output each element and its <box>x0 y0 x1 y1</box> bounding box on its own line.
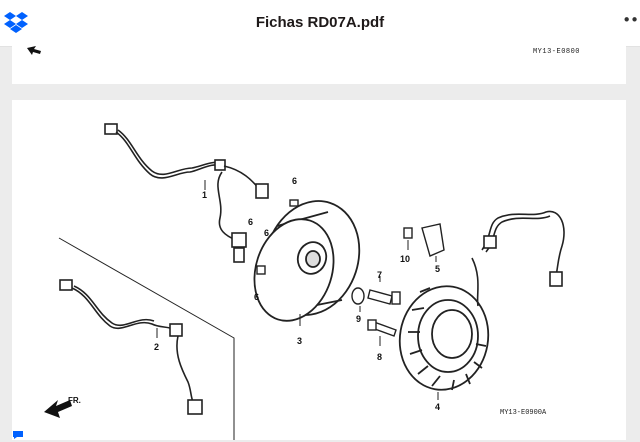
callout-10: 10 <box>400 254 410 264</box>
document-title: Fichas RD07A.pdf <box>255 14 385 31</box>
callout-6a: 6 <box>292 176 297 186</box>
callout-5: 5 <box>435 264 440 274</box>
callout-labels: 1 2 3 4 5 6 6 6 6 7 8 9 10 <box>154 176 440 412</box>
wire-harness-2 <box>59 279 203 415</box>
pdf-page-1: MY13-E0800 <box>12 46 626 84</box>
wire-harness-1 <box>104 123 269 263</box>
callout-2: 2 <box>154 342 159 352</box>
more-options-icon[interactable]: •• <box>622 11 639 29</box>
direction-label: FR. <box>68 396 81 405</box>
callout-6d: 6 <box>254 292 259 302</box>
page-code: MY13-E0900A <box>500 409 547 417</box>
comment-flag-icon[interactable] <box>12 430 24 440</box>
dropbox-logo-icon[interactable] <box>3 12 29 34</box>
front-direction-arrow: FR. <box>44 396 81 418</box>
flywheel <box>253 200 361 322</box>
callout-6b: 6 <box>248 217 253 227</box>
callout-3: 3 <box>297 336 302 346</box>
callout-1: 1 <box>202 190 207 200</box>
page-code: MY13-E0800 <box>532 48 580 56</box>
callout-8: 8 <box>377 352 382 362</box>
callout-7: 7 <box>377 270 382 280</box>
alternator-diagram: FR. 1 2 3 4 5 6 6 6 6 7 8 9 10 MY13 <box>44 123 565 440</box>
stator-wire <box>471 210 565 307</box>
callout-6c: 6 <box>264 228 269 238</box>
top-bar: Fichas RD07A.pdf •• <box>0 0 640 47</box>
direction-arrow-icon <box>27 46 41 55</box>
pdf-page-2: FR. 1 2 3 4 5 6 6 6 6 7 8 9 10 MY13 <box>12 100 626 440</box>
stator-coil <box>398 285 490 391</box>
callout-4: 4 <box>435 402 440 412</box>
callout-9: 9 <box>356 314 361 324</box>
